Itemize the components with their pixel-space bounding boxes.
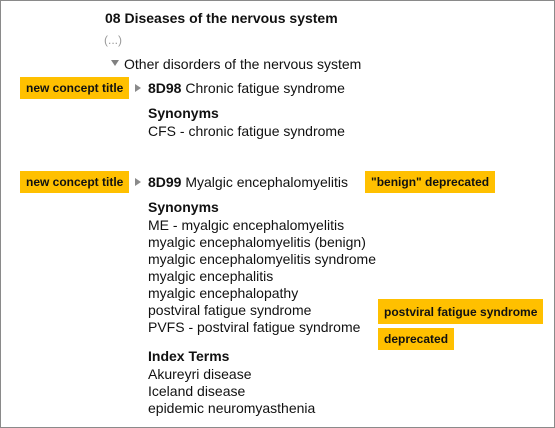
synonyms-list: ME - myalgic encephalomyelitis myalgic e… <box>148 217 376 336</box>
synonym-item: myalgic encephalopathy <box>148 285 299 301</box>
chapter-title[interactable]: 08 Diseases of the nervous system <box>105 10 338 26</box>
synonym-item: ME - myalgic encephalomyelitis <box>148 217 345 233</box>
annotation-tag: new concept title <box>20 171 130 193</box>
triangle-right-icon[interactable] <box>135 178 141 186</box>
synonym-item: CFS - chronic fatigue syndrome <box>148 123 345 139</box>
triangle-right-icon[interactable] <box>135 84 141 92</box>
synonyms-heading: Synonyms <box>148 105 219 121</box>
annotation-tag: deprecated <box>378 328 455 350</box>
group-title[interactable]: Other disorders of the nervous system <box>124 56 362 72</box>
entry-title[interactable]: 8D99 Myalgic encephalomyelitis <box>148 174 348 190</box>
synonyms-heading: Synonyms <box>148 199 219 215</box>
synonym-item: myalgic encephalitis <box>148 268 274 284</box>
index-terms-list: Akureyri disease Iceland disease epidemi… <box>148 366 315 417</box>
synonym-item: myalgic encephalomyelitis syndrome <box>148 251 376 267</box>
index-term-item: Akureyri disease <box>148 366 252 382</box>
entry-name: Myalgic encephalomyelitis <box>185 174 348 190</box>
index-term-item: Iceland disease <box>148 383 246 399</box>
collapsed-indicator[interactable]: (...) <box>104 33 122 47</box>
synonym-item: postviral fatigue syndrome <box>148 302 312 318</box>
synonym-item: PVFS - postviral fatigue syndrome <box>148 319 361 335</box>
synonyms-list: CFS - chronic fatigue syndrome <box>148 123 345 140</box>
entry-name: Chronic fatigue syndrome <box>185 80 345 96</box>
entry-code: 8D99 <box>148 174 182 190</box>
index-terms-heading: Index Terms <box>148 348 230 364</box>
entry-title[interactable]: 8D98 Chronic fatigue syndrome <box>148 80 345 96</box>
triangle-down-icon[interactable] <box>111 60 119 66</box>
index-term-item: epidemic neuromyasthenia <box>148 400 316 416</box>
entry-code: 8D98 <box>148 80 182 96</box>
annotation-tag: "benign" deprecated <box>365 171 496 193</box>
annotation-tag: new concept title <box>20 77 130 99</box>
synonym-item: myalgic encephalomyelitis (benign) <box>148 234 366 250</box>
annotation-tag: postviral fatigue syndrome <box>378 299 544 324</box>
